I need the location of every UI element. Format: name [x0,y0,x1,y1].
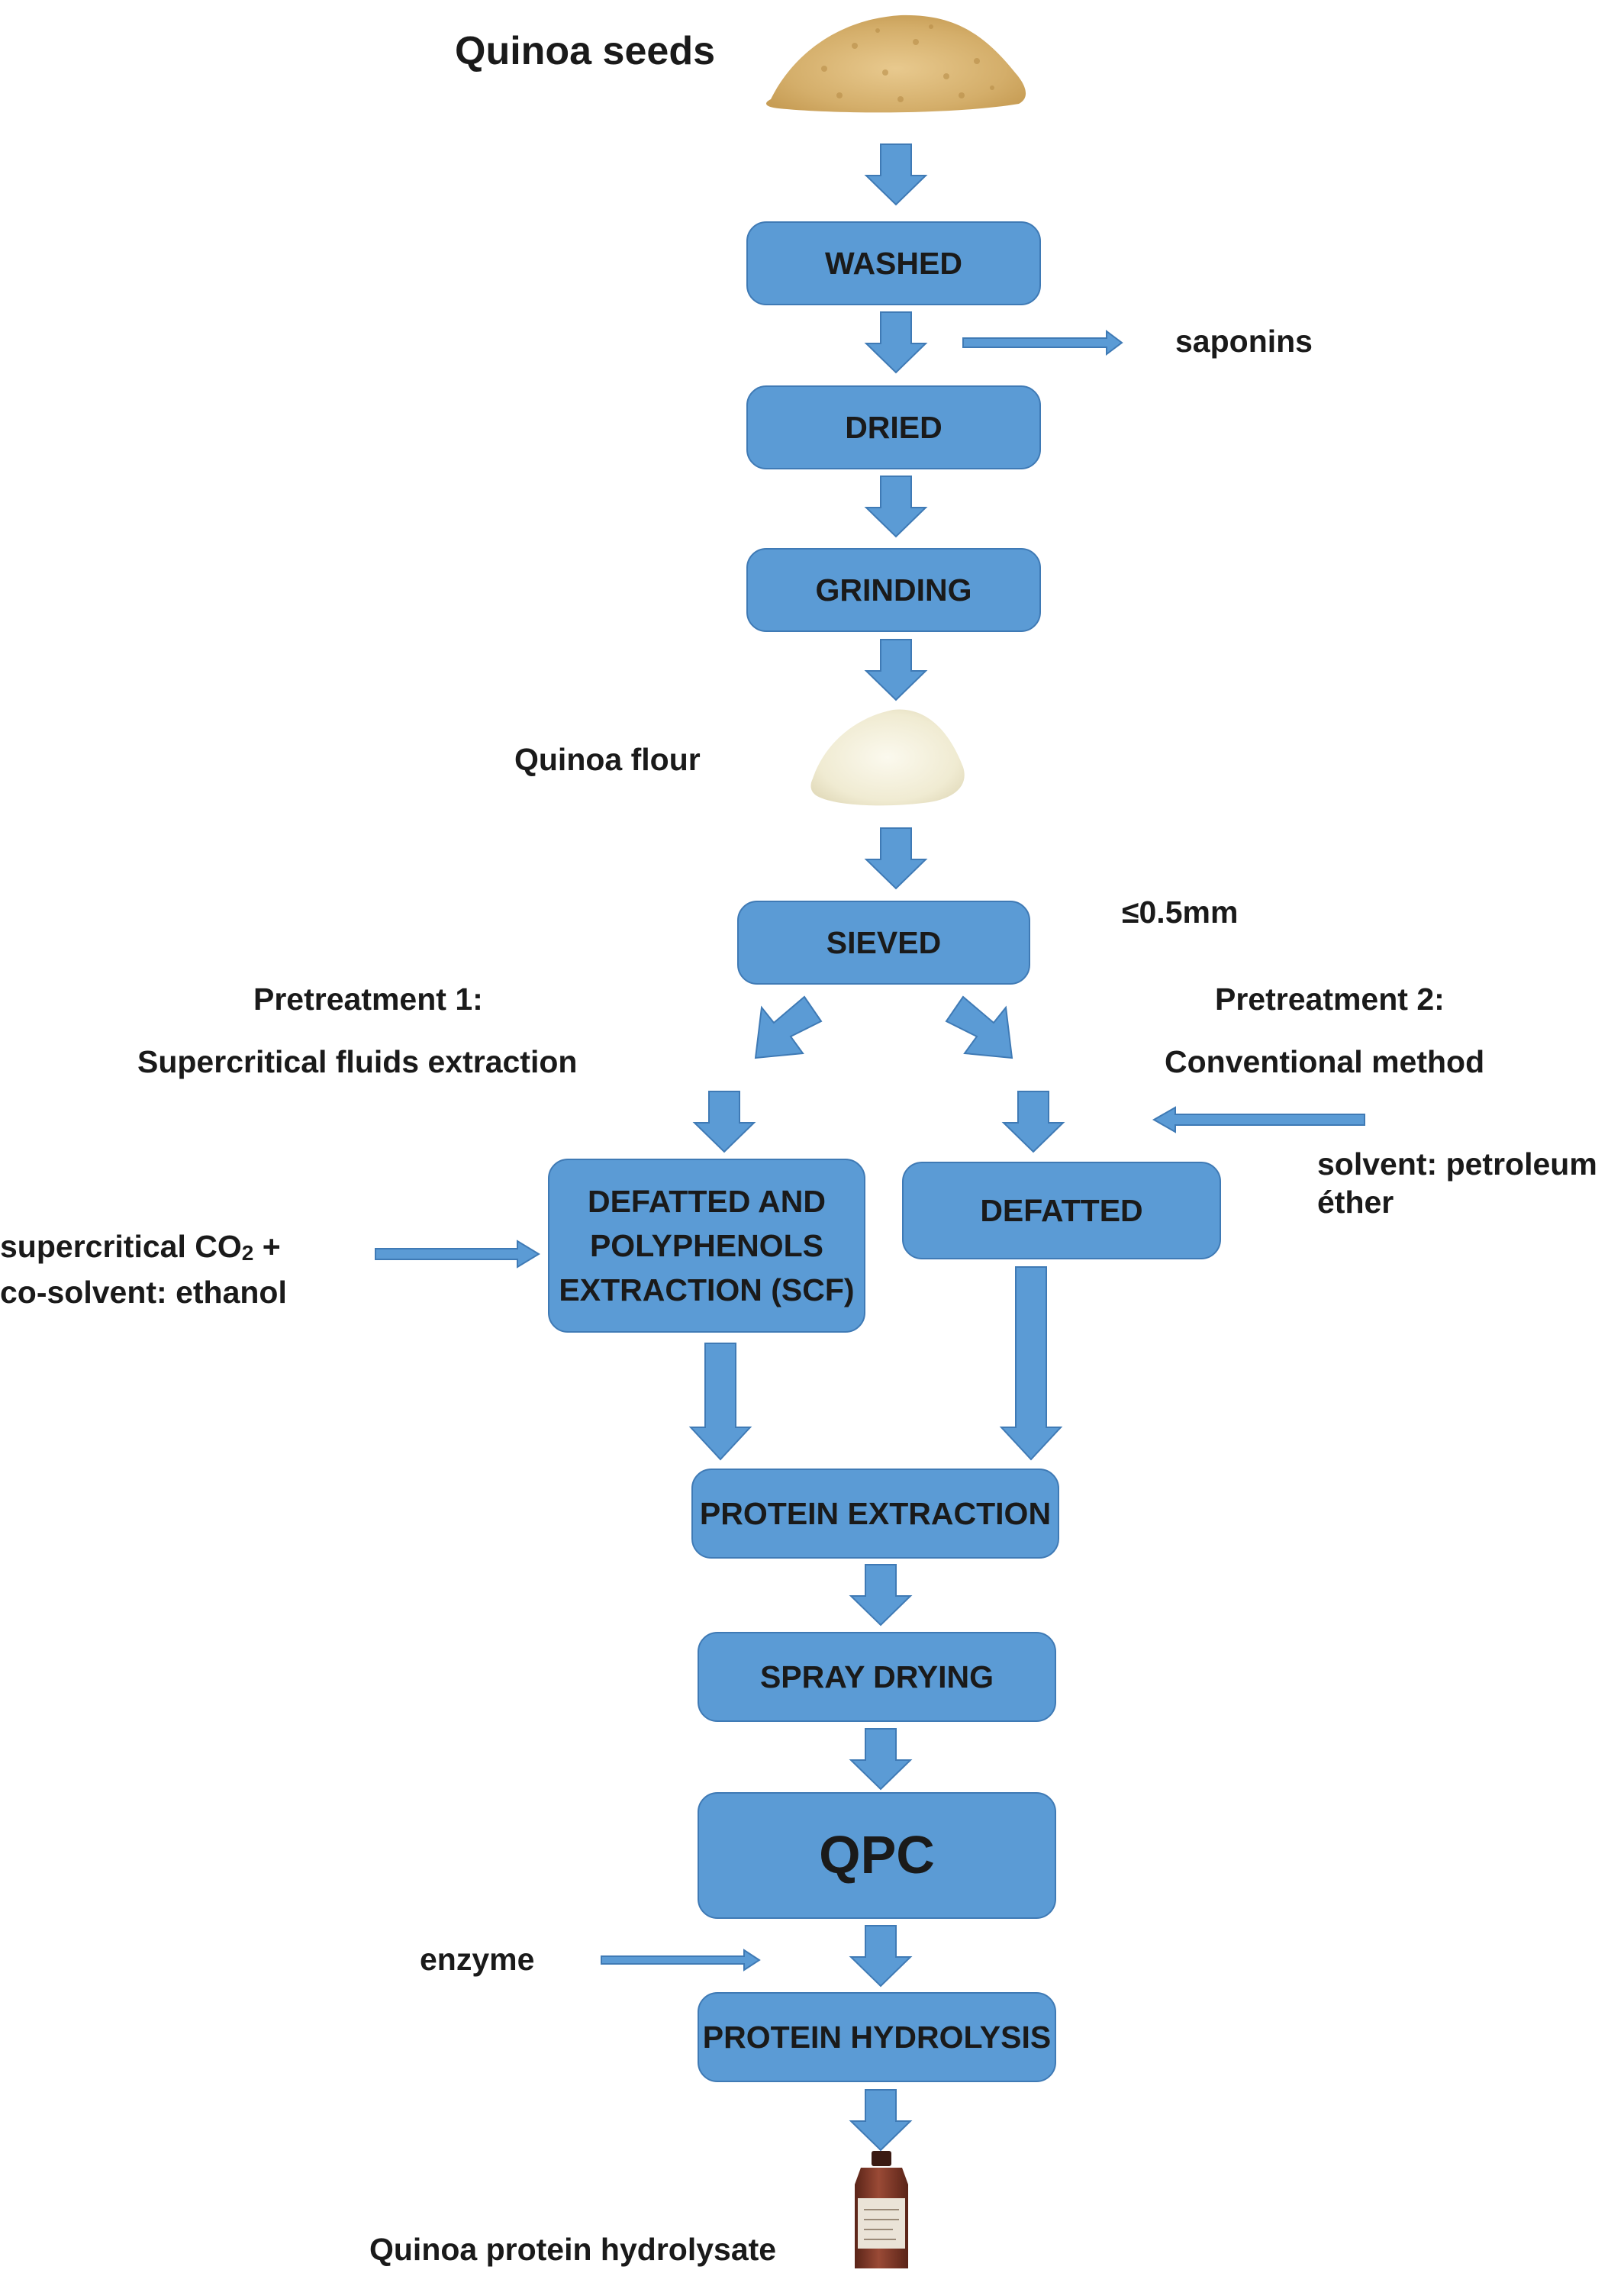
step-dried: DRIED [746,385,1041,469]
step-label: QPC [819,1825,935,1885]
down-arrow-icon [849,1925,913,1988]
down-arrow-icon [849,1728,913,1791]
down-arrow-icon [692,1091,756,1153]
step-label: SPRAY DRYING [759,1659,994,1694]
step-scf-extraction: DEFATTED AND POLYPHENOLS EXTRACTION (SCF… [548,1159,865,1333]
solvent-arrow-icon [1152,1106,1365,1133]
enzyme-label: enzyme [420,1942,535,1977]
step-label: WASHED [825,245,962,281]
solvent-label-line1: solvent: petroleum [1317,1146,1597,1182]
scf-input-subscript: 2 [241,1241,254,1265]
down-arrow-icon [864,827,928,890]
step-label: GRINDING [815,572,972,608]
step-protein-hydrolysis: PROTEIN HYDROLYSIS [698,1992,1056,2082]
step-spray-drying: SPRAY DRYING [698,1632,1056,1722]
pretreatment-1-title: Pretreatment 1: [253,982,483,1017]
seed-pile-icon [766,15,1026,113]
flour-pile-icon [810,709,965,806]
pretreatment-2-method: Conventional method [1165,1044,1485,1079]
down-arrow-icon [999,1266,1063,1461]
step-label: DRIED [845,409,942,445]
scf-input-text: + [253,1229,281,1264]
step-grinding: GRINDING [746,548,1041,632]
solvent-label-line2: éther [1317,1185,1394,1220]
step-qpc: QPC [698,1792,1056,1919]
diagonal-arrow-left-icon [754,995,823,1059]
scf-input-arrow-icon [375,1240,540,1269]
input-label-quinoa-seeds: Quinoa seeds [455,29,715,73]
diagonal-arrow-right-icon [945,995,1013,1059]
scf-input-text: supercritical CO [0,1229,242,1264]
byproduct-label-saponins: saponins [1175,324,1313,359]
intermediate-label-quinoa-flour: Quinoa flour [514,742,701,777]
step-label: DEFATTED AND [587,1183,826,1219]
scf-input-label-line1: supercritical CO2 + [0,1224,281,1269]
down-arrow-icon [864,311,928,374]
step-defatted: DEFATTED [902,1162,1221,1259]
step-protein-extraction: PROTEIN EXTRACTION [691,1469,1059,1559]
down-arrow-icon [864,143,928,206]
saponins-arrow-icon [962,330,1123,356]
step-label: PROTEIN HYDROLYSIS [702,2019,1052,2055]
down-arrow-icon [849,2089,913,2152]
down-arrow-icon [849,1564,913,1627]
step-washed: WASHED [746,221,1041,305]
bottle-icon [855,2151,908,2268]
down-arrow-icon [864,639,928,701]
enzyme-arrow-icon [601,1949,761,1972]
step-sieved: SIEVED [737,901,1030,985]
down-arrow-icon [1001,1091,1065,1153]
scf-input-label-line2: co-solvent: ethanol [0,1275,287,1310]
step-label: EXTRACTION (SCF) [559,1272,855,1308]
step-label: POLYPHENOLS [589,1227,824,1263]
pretreatment-2-title: Pretreatment 2: [1215,982,1445,1017]
step-label: PROTEIN EXTRACTION [699,1495,1052,1531]
down-arrow-icon [688,1343,752,1461]
step-label: DEFATTED [980,1192,1143,1228]
step-label: SIEVED [826,924,942,960]
final-product-label: Quinoa protein hydrolysate [369,2232,777,2267]
down-arrow-icon [864,476,928,538]
sieve-size-label: ≤0.5mm [1122,895,1239,930]
pretreatment-1-method: Supercritical fluids extraction [137,1044,578,1079]
